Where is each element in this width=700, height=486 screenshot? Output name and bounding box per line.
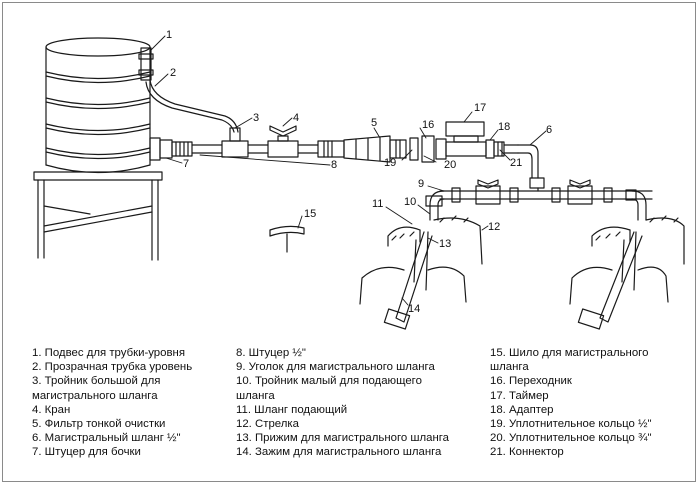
- barrel: [45, 37, 151, 174]
- callout-7: 7: [183, 158, 189, 170]
- callout-6: 6: [546, 124, 552, 136]
- legend-column-3: 15. Шило для магистрального шланга 16. П…: [490, 346, 652, 460]
- legend-item: 20. Уплотнительное кольцо ¾": [490, 432, 652, 445]
- barrel-fitting: [149, 137, 193, 161]
- callout-11: 11: [372, 198, 383, 210]
- legend-item: 15. Шило для магистрального: [490, 347, 649, 359]
- legend-item: 12. Стрелка: [236, 418, 299, 431]
- legend-item: 5. Фильтр тонкой очистки: [32, 418, 166, 431]
- callout-10: 10: [404, 196, 416, 208]
- barrel-stand: [33, 171, 163, 261]
- leader-lines: [150, 35, 547, 306]
- callout-3: 3: [253, 112, 259, 124]
- legend-item: 4. Кран: [32, 403, 71, 416]
- hose-awl: [269, 225, 305, 253]
- legend-item: 13. Прижим для магистрального шланга: [236, 432, 450, 445]
- legend-item: 3. Тройник большой для: [32, 375, 161, 388]
- callout-numbers: 1 2 3 4 5 6 7 8 9 10 11 12 13 14 15 16 1…: [166, 29, 552, 315]
- callout-14: 14: [408, 303, 420, 315]
- legend-column-1: 1. Подвес для трубки-уровня 2. Прозрачна…: [32, 346, 192, 460]
- callout-1: 1: [166, 29, 172, 41]
- callout-9: 9: [418, 178, 424, 190]
- level-hanger: [138, 47, 154, 81]
- legend-item: 14. Зажим для магистрального шланга: [236, 446, 442, 459]
- callout-18: 18: [498, 121, 510, 133]
- legend-item: 11. Шланг подающий: [236, 403, 348, 416]
- legend-item: 1. Подвес для трубки-уровня: [32, 347, 185, 359]
- legend-item: шланга: [236, 389, 275, 402]
- callout-15: 15: [304, 208, 316, 220]
- legend-item: шланга: [490, 361, 529, 374]
- callout-19: 19: [384, 157, 396, 169]
- emitter-cluster-left: [359, 215, 483, 330]
- emitter-cluster-right: [569, 215, 685, 330]
- legend-column-2: 8. Штуцер ½" 9. Уголок для магистральног…: [236, 346, 449, 460]
- legend-item: 21. Коннектор: [490, 446, 564, 459]
- callout-2: 2: [170, 67, 176, 79]
- callout-4: 4: [293, 112, 299, 124]
- legend-item: 18. Адаптер: [490, 403, 554, 416]
- legend-item: 8. Штуцер ½": [236, 347, 306, 359]
- legend-item: 17. Таймер: [490, 389, 549, 402]
- main-line-upper: [191, 121, 539, 179]
- callout-12: 12: [488, 221, 500, 233]
- legend-item: 6. Магистральный шланг ½": [32, 432, 181, 445]
- callout-17: 17: [474, 102, 486, 114]
- level-tube: [145, 79, 239, 133]
- callout-16: 16: [422, 119, 434, 131]
- legend-item: магистрального шланга: [32, 389, 158, 402]
- callout-13: 13: [439, 238, 451, 250]
- callout-5: 5: [371, 117, 377, 129]
- legend-item: 19. Уплотнительное кольцо ½": [490, 418, 652, 431]
- legend-item: 9. Уголок для магистрального шланга: [236, 361, 435, 374]
- legend-item: 16. Переходник: [490, 375, 572, 388]
- legend-item: 7. Штуцер для бочки: [32, 446, 141, 459]
- legend-item: 2. Прозрачная трубка уровень: [32, 361, 193, 374]
- legend-item: 10. Тройник малый для подающего: [236, 375, 422, 388]
- callout-20: 20: [444, 159, 456, 171]
- main-line-lower: [425, 177, 653, 221]
- outer-frame: [2, 2, 696, 482]
- callout-21: 21: [510, 157, 522, 169]
- callout-8: 8: [331, 159, 337, 171]
